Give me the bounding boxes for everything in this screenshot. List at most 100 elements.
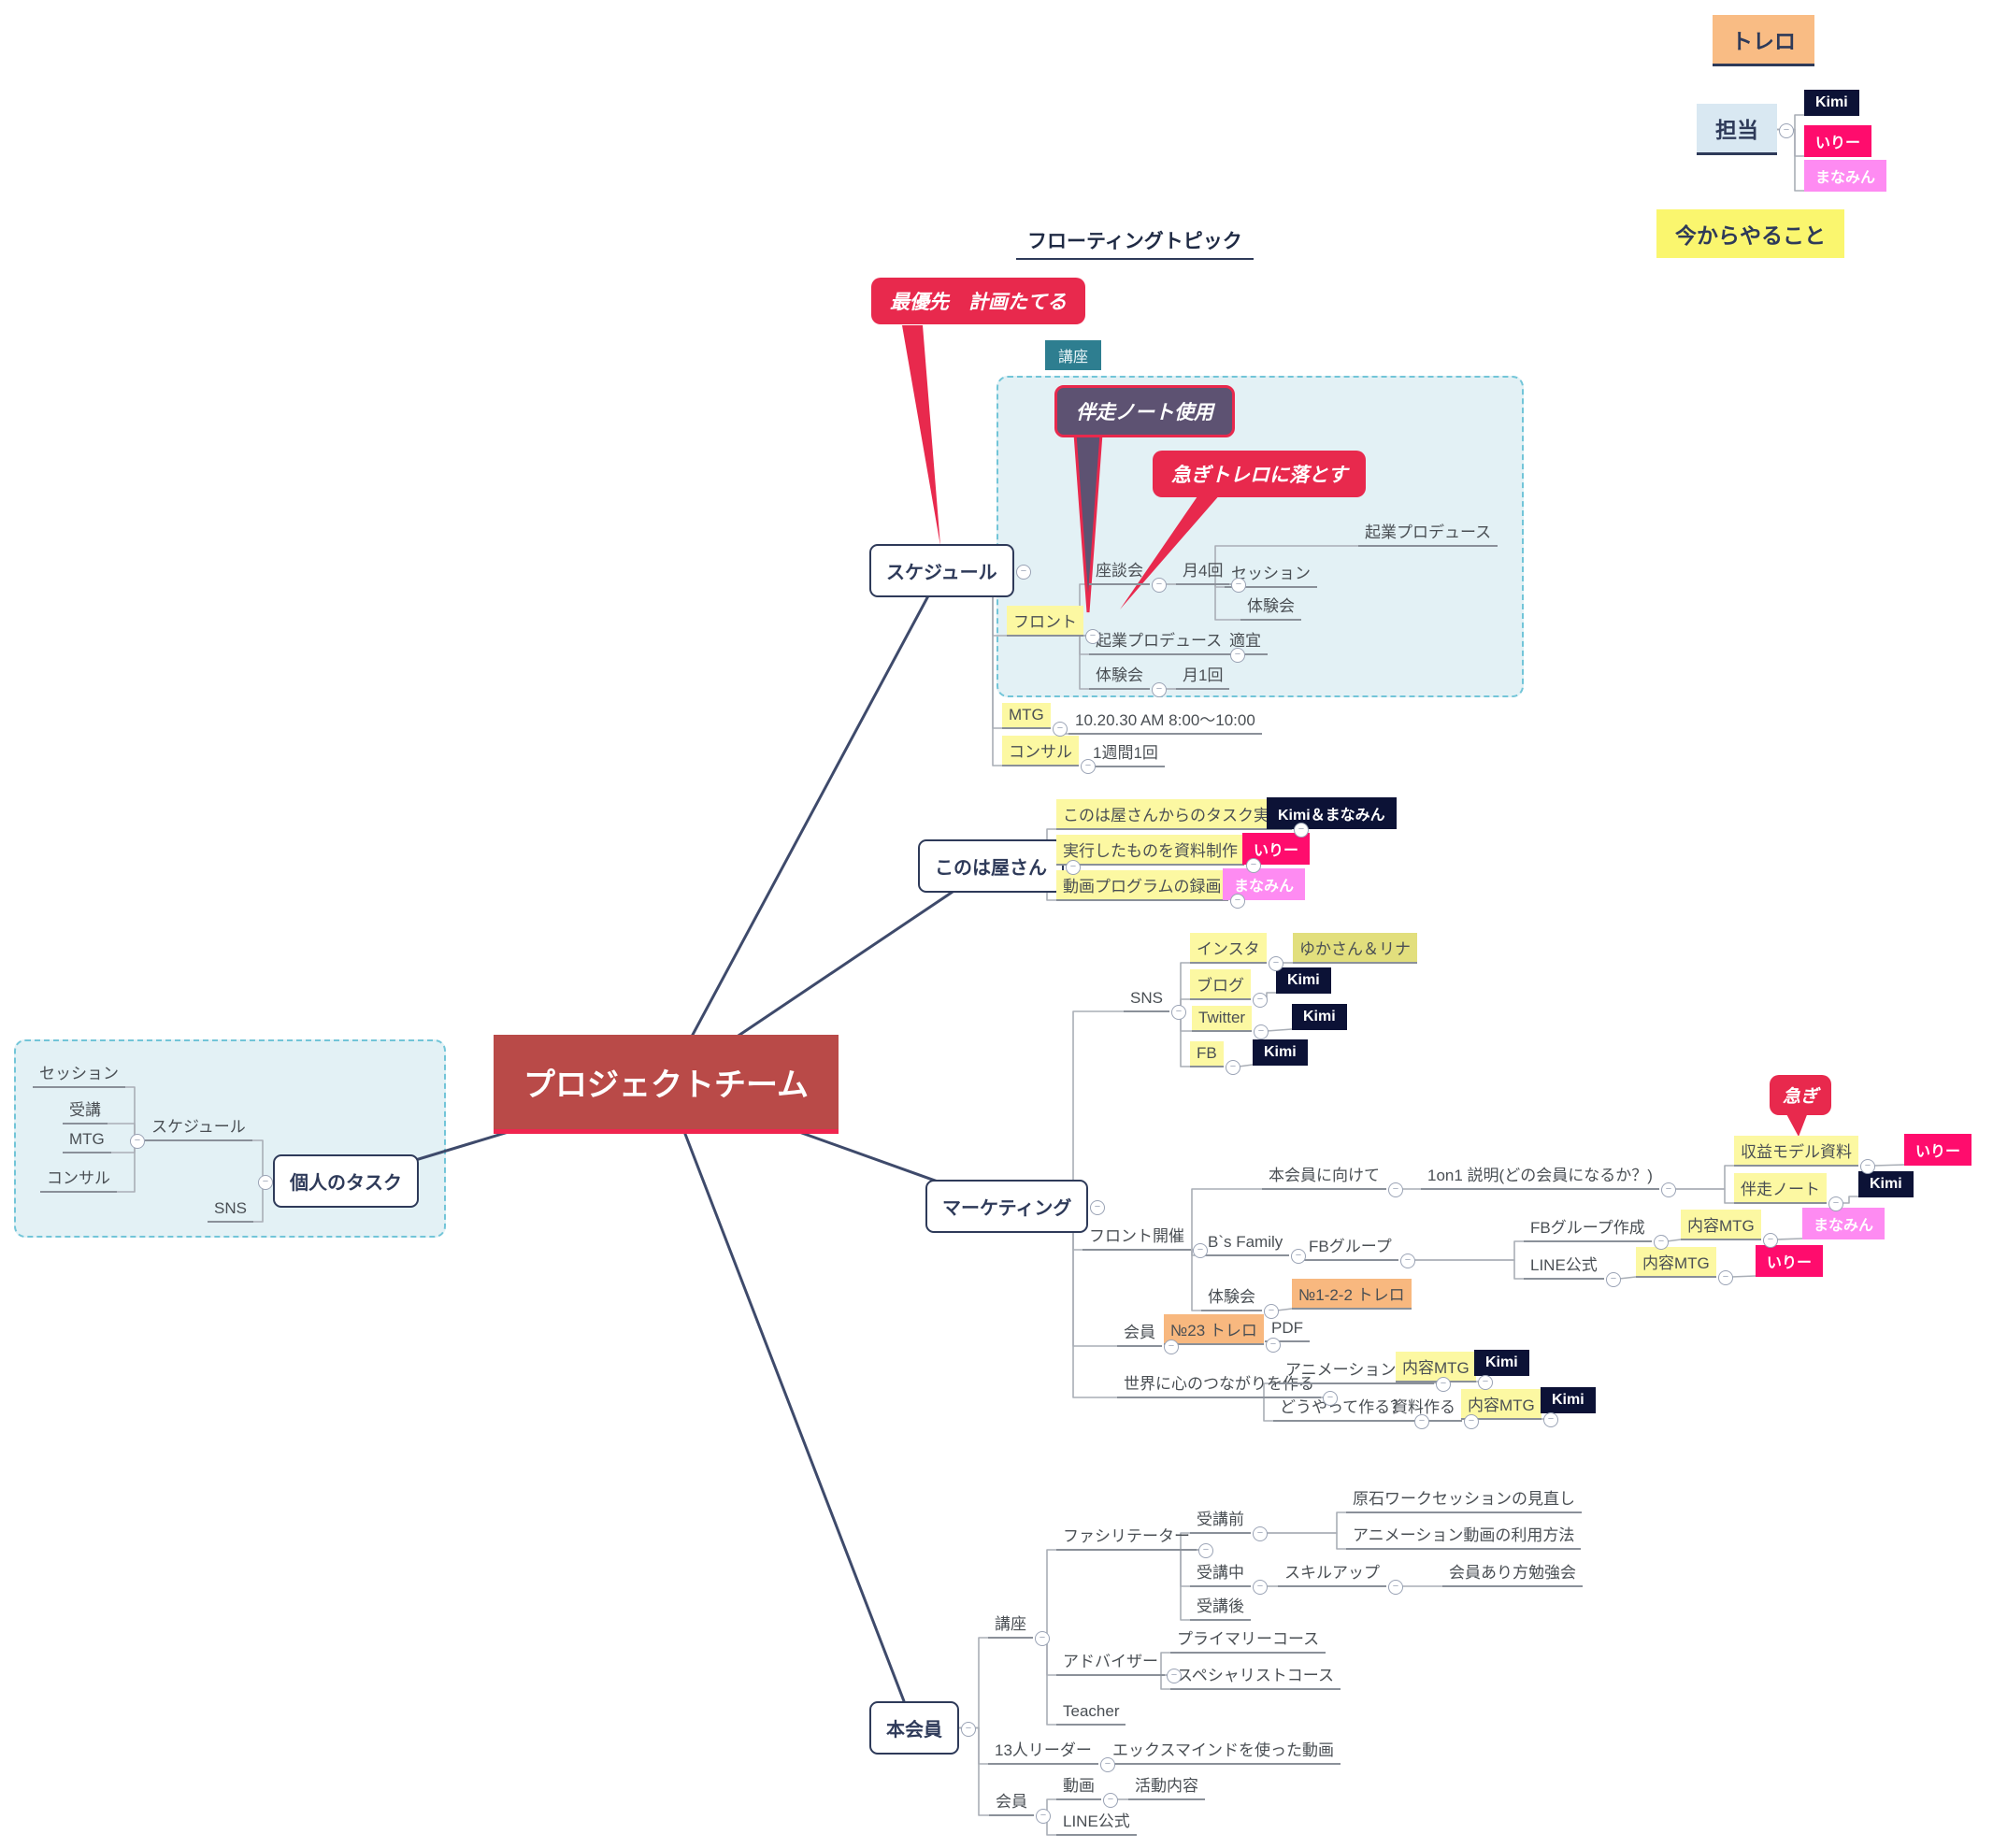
assignee-tag[interactable]: いりー: [1904, 1134, 1972, 1166]
mindmap-topic[interactable]: 本会員に向けて: [1262, 1159, 1386, 1190]
mindmap-topic[interactable]: 受講後: [1190, 1590, 1251, 1621]
collapse-icon[interactable]: −: [1414, 1414, 1429, 1429]
collapse-icon[interactable]: −: [1763, 1233, 1778, 1248]
assignee-tag[interactable]: まなみん: [1802, 1208, 1885, 1239]
collapse-icon[interactable]: −: [1779, 122, 1794, 138]
mindmap-topic[interactable]: SNS: [208, 1196, 253, 1223]
mindmap-topic[interactable]: Teacher: [1056, 1699, 1126, 1726]
main-topic-konohaya[interactable]: このは屋さん: [918, 839, 1064, 893]
mindmap-topic[interactable]: このは屋さんからのタスク実行: [1056, 799, 1292, 830]
assignee-tag[interactable]: まなみん: [1804, 160, 1887, 192]
collapse-icon[interactable]: −: [1085, 629, 1100, 644]
mindmap-topic[interactable]: スキルアップ: [1278, 1556, 1386, 1587]
legend-now-todo[interactable]: 今からやること: [1656, 209, 1844, 258]
collapse-icon[interactable]: −: [1654, 1235, 1669, 1250]
collapse-icon[interactable]: −: [1323, 1391, 1338, 1406]
mindmap-topic[interactable]: フロント: [1007, 606, 1083, 637]
mindmap-topic[interactable]: どうやって作る？: [1273, 1391, 1413, 1422]
mindmap-topic[interactable]: インスタ: [1190, 933, 1267, 964]
mindmap-topic[interactable]: 実行したものを資料制作: [1056, 835, 1244, 866]
mindmap-topic[interactable]: 13人リーダー: [988, 1734, 1098, 1765]
mindmap-topic[interactable]: №1-2-2 トレロ: [1292, 1279, 1412, 1310]
mindmap-topic[interactable]: 会員: [1117, 1316, 1162, 1347]
collapse-icon[interactable]: −: [961, 1721, 976, 1737]
mindmap-topic[interactable]: №23 トレロ: [1164, 1314, 1264, 1345]
mindmap-topic[interactable]: 原石ワークセッションの見直し: [1346, 1483, 1582, 1513]
collapse-icon[interactable]: −: [1036, 1809, 1051, 1824]
collapse-icon[interactable]: −: [1016, 564, 1031, 580]
collapse-icon[interactable]: −: [258, 1174, 273, 1190]
assignee-tag[interactable]: Kimi: [1276, 967, 1331, 994]
collapse-icon[interactable]: −: [1152, 682, 1167, 697]
mindmap-topic[interactable]: 収益モデル資料: [1734, 1136, 1858, 1167]
collapse-icon[interactable]: −: [1264, 1304, 1279, 1319]
main-topic-members[interactable]: 本会員: [869, 1701, 959, 1755]
mindmap-topic[interactable]: スペシャリストコース: [1170, 1659, 1341, 1690]
mindmap-topic[interactable]: LINE公式: [1524, 1249, 1604, 1280]
collapse-icon[interactable]: −: [130, 1134, 145, 1149]
mindmap-topic[interactable]: セッション: [1225, 557, 1317, 588]
mindmap-topic[interactable]: PDF: [1265, 1316, 1310, 1342]
collapse-icon[interactable]: −: [1171, 1005, 1186, 1020]
collapse-icon[interactable]: −: [1464, 1414, 1479, 1429]
mindmap-topic[interactable]: FBグループ作成: [1524, 1211, 1652, 1242]
collapse-icon[interactable]: −: [1226, 1060, 1240, 1075]
assignee-tag[interactable]: Kimi＆まなみん: [1267, 797, 1397, 829]
mindmap-topic[interactable]: エックスマインドを使った動画: [1106, 1734, 1341, 1765]
callout-top-priority[interactable]: 最優先 計画たてる: [871, 278, 1085, 324]
mindmap-topic[interactable]: MTG: [1002, 703, 1051, 729]
main-topic-marketing[interactable]: マーケティング: [925, 1180, 1089, 1233]
floating-topic-title[interactable]: フローティングトピック: [1016, 222, 1254, 260]
collapse-icon[interactable]: −: [1388, 1182, 1403, 1197]
assignee-tag[interactable]: Kimi: [1474, 1350, 1529, 1376]
mindmap-topic[interactable]: ブログ: [1190, 969, 1251, 1000]
mindmap-topic[interactable]: フロント開催: [1083, 1220, 1191, 1251]
assignee-tag[interactable]: いりー: [1756, 1245, 1824, 1277]
assignee-tag[interactable]: Kimi: [1253, 1039, 1308, 1066]
mindmap-topic[interactable]: 座談会: [1089, 554, 1150, 585]
collapse-icon[interactable]: −: [1035, 1631, 1050, 1646]
mindmap-topic[interactable]: 1週間1回: [1086, 737, 1165, 767]
collapse-icon[interactable]: −: [1164, 1339, 1179, 1354]
mindmap-topic[interactable]: 受講前: [1190, 1503, 1251, 1534]
collapse-icon[interactable]: −: [1198, 1543, 1213, 1558]
mindmap-topic[interactable]: 体験会: [1240, 590, 1301, 621]
mindmap-topic[interactable]: 動画プログラムの録画: [1056, 870, 1228, 901]
collapse-icon[interactable]: −: [1090, 1199, 1105, 1215]
collapse-icon[interactable]: −: [1253, 1580, 1268, 1595]
mindmap-topic[interactable]: アニメーション動画: [1279, 1354, 1435, 1384]
group-label-kouza[interactable]: 講座: [1045, 340, 1102, 370]
mindmap-topic[interactable]: ファシリテーター: [1056, 1520, 1197, 1551]
mindmap-topic[interactable]: 体験会: [1201, 1281, 1262, 1311]
legend-tantou[interactable]: 担当: [1697, 104, 1777, 155]
collapse-icon[interactable]: −: [1718, 1270, 1733, 1285]
collapse-icon[interactable]: −: [1436, 1377, 1451, 1392]
mindmap-topic[interactable]: 会員あり方勉強会: [1442, 1556, 1583, 1587]
assignee-tag[interactable]: Kimi: [1804, 90, 1859, 116]
collapse-icon[interactable]: −: [1860, 1159, 1875, 1174]
mindmap-topic[interactable]: SNS: [1124, 986, 1169, 1012]
collapse-icon[interactable]: −: [1246, 858, 1261, 873]
collapse-icon[interactable]: −: [1253, 1526, 1268, 1541]
mindmap-topic[interactable]: LINE公式: [1056, 1805, 1137, 1836]
mindmap-topic[interactable]: プライマリーコース: [1170, 1623, 1326, 1654]
mindmap-topic[interactable]: Twitter: [1192, 1006, 1253, 1032]
collapse-icon[interactable]: −: [1606, 1272, 1621, 1287]
collapse-icon[interactable]: −: [1661, 1182, 1676, 1197]
mindmap-topic[interactable]: 活動内容: [1128, 1769, 1205, 1800]
mindmap-topic[interactable]: 内容MTG: [1396, 1352, 1476, 1382]
collapse-icon[interactable]: −: [1400, 1253, 1415, 1268]
collapse-icon[interactable]: −: [1230, 648, 1245, 663]
mindmap-topic[interactable]: アドバイザー: [1056, 1645, 1165, 1676]
mindmap-topic[interactable]: B`s Family: [1201, 1230, 1290, 1256]
mindmap-topic[interactable]: 内容MTG: [1681, 1210, 1761, 1240]
mindmap-topic[interactable]: 体験会: [1089, 659, 1150, 690]
mindmap-topic[interactable]: 月1回: [1176, 659, 1230, 690]
collapse-icon[interactable]: −: [1543, 1412, 1558, 1427]
assignee-tag[interactable]: Kimi: [1858, 1171, 1914, 1197]
mindmap-topic[interactable]: 月4回: [1176, 554, 1230, 585]
mindmap-topic[interactable]: 起業プロデュース: [1358, 516, 1498, 547]
mindmap-topic[interactable]: MTG: [63, 1127, 111, 1153]
collapse-icon[interactable]: −: [1254, 1024, 1269, 1039]
collapse-icon[interactable]: −: [1081, 759, 1096, 774]
